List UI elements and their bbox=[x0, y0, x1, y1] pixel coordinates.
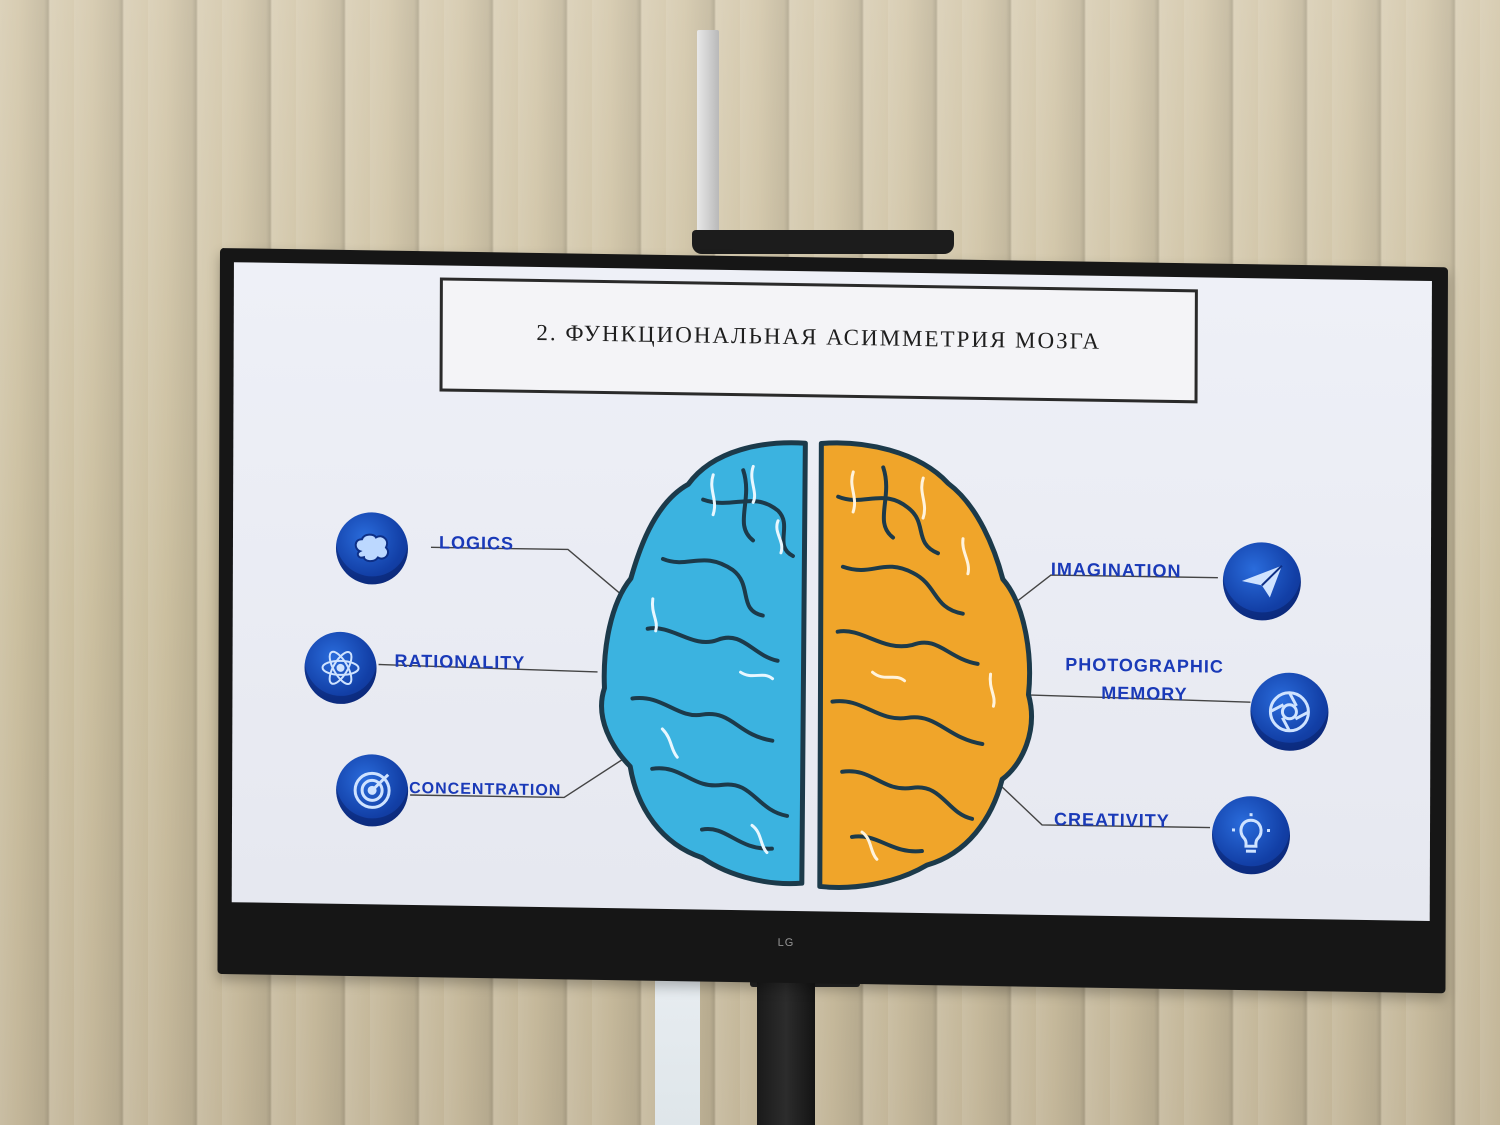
brain-illustration bbox=[378, 440, 1251, 890]
tv-stand-pole bbox=[757, 960, 815, 1125]
brain-icon bbox=[335, 511, 409, 585]
paper-plane-icon bbox=[1222, 541, 1302, 621]
camera-aperture-icon bbox=[1250, 672, 1329, 752]
label-rationality: RATIONALITY bbox=[394, 650, 526, 673]
connector-photographic-memory bbox=[1012, 693, 1251, 703]
label-creativity: CREATIVITY bbox=[1054, 809, 1170, 831]
label-photographic-memory: PHOTOGRAPHIC MEMORY bbox=[1065, 654, 1224, 705]
presentation-screen: 2. ФУНКЦИОНАЛЬНАЯ АСИММЕТРИЯ МОЗГА bbox=[231, 262, 1432, 922]
tv-monitor: 2. ФУНКЦИОНАЛЬНАЯ АСИММЕТРИЯ МОЗГА bbox=[217, 248, 1448, 994]
tv-brand-logo: LG bbox=[777, 936, 795, 950]
conference-camera bbox=[692, 230, 954, 254]
right-hemisphere bbox=[817, 440, 1034, 890]
label-logics: LOGICS bbox=[438, 532, 515, 554]
target-icon bbox=[335, 753, 409, 827]
atom-icon bbox=[304, 631, 377, 705]
camera-mast bbox=[697, 30, 719, 245]
label-concentration: CONCENTRATION bbox=[409, 779, 562, 800]
connector-creativity bbox=[983, 769, 1211, 829]
connector-rationality bbox=[378, 663, 598, 673]
connector-concentration bbox=[410, 757, 625, 799]
lightbulb-icon bbox=[1211, 795, 1291, 875]
label-imagination: IMAGINATION bbox=[1050, 559, 1182, 582]
connector-logics bbox=[430, 546, 644, 614]
left-hemisphere bbox=[599, 440, 808, 887]
